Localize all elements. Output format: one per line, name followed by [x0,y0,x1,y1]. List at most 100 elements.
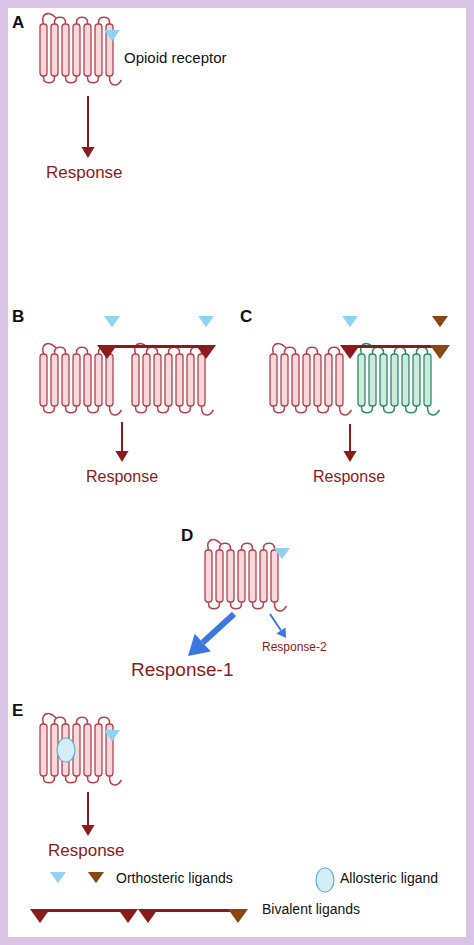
response-label: Response-2 [262,641,327,654]
receptor-loop [88,76,99,83]
receptor-loop [231,602,242,609]
receptor-loop [147,347,158,354]
helix [380,354,387,406]
ligand-triangle [104,730,120,741]
response-label: Response [86,468,158,486]
receptor-loop [77,347,88,354]
receptor-loop [395,347,406,354]
helix [198,354,205,406]
receptor-loop [296,406,307,413]
ligand-triangle [432,316,448,327]
arrow-head [277,628,286,638]
receptor-symbol [40,714,122,785]
helix [73,354,80,406]
response-label: Response [46,164,123,183]
helix [176,354,183,406]
arrow-shaft [349,424,351,451]
receptor-loop [274,406,285,413]
receptor-loop [220,543,231,550]
c-terminus [275,602,287,611]
receptor-loop [66,776,77,783]
helix [358,354,365,406]
receptor-loop [384,406,395,413]
arrow-head [81,825,94,836]
receptor-loop [406,406,417,413]
helix [205,550,212,602]
helix [336,354,343,406]
arrow-shaft [203,614,234,643]
receptor-loop [329,347,340,354]
receptor-symbol [270,344,352,415]
ligand-linker [350,345,440,348]
helix [216,550,223,602]
arrow-shaft [87,96,89,147]
receptor-loop [99,17,110,24]
ligand-triangle [118,909,138,923]
helix [132,354,139,406]
receptor-loop [285,347,296,354]
receptor-loop [307,347,318,354]
ligand-linker [148,909,238,912]
ligand-triangle [104,30,120,41]
arrow-shaft [87,792,89,825]
c-terminus [202,406,214,415]
helix [40,724,47,776]
helix [62,24,69,76]
helix [303,354,310,406]
receptor-loop [77,17,88,24]
receptor-loop [136,406,147,413]
helix [391,354,398,406]
c-terminus [340,406,352,415]
receptor-loop [180,406,191,413]
panel-letter: C [240,308,252,327]
helix [424,354,431,406]
helix [51,24,58,76]
receptor-loop [417,347,428,354]
c-terminus [110,776,122,785]
receptor-loop [44,76,55,83]
helix [84,724,91,776]
receptor-loop [169,347,180,354]
helix [62,354,69,406]
receptor-symbol [40,14,122,85]
ligand-triangle [50,872,66,883]
receptor-loop [55,717,66,724]
receptor-loop [55,17,66,24]
helix [187,354,194,406]
receptor-loop [318,406,329,413]
arrow-shaft [270,614,281,631]
ligand-triangle [97,345,117,359]
receptor-loop [209,602,220,609]
ligand-triangle [274,548,290,559]
response-label: Response [48,842,125,861]
panel-letter: E [12,702,23,721]
receptor-loop [44,776,55,783]
arrow-head [343,451,356,462]
allosteric-ligand [57,738,75,762]
receptor-loop [253,602,264,609]
ligand-triangle [104,316,120,327]
ligand-linker [107,345,206,348]
helix [314,354,321,406]
receptor-loop [44,406,55,413]
receptor-symbol-green [358,344,440,415]
response-label: Opioid receptor [124,50,227,67]
helix [84,24,91,76]
ligand-triangle [228,909,248,923]
helix [271,550,278,602]
ligand-triangle [30,909,50,923]
legend-text: Bivalent ligands [262,902,360,917]
ligand-triangle [198,316,214,327]
helix [143,354,150,406]
receptor-loop [158,406,169,413]
helix [270,354,277,406]
helix [40,354,47,406]
c-terminus [428,406,440,415]
ligand-triangle [342,316,358,327]
response-label: Response-1 [131,660,233,681]
ligand-triangle [196,345,216,359]
panel-letter: A [12,14,24,33]
receptor-loop [88,776,99,783]
receptor-symbol [205,540,287,611]
